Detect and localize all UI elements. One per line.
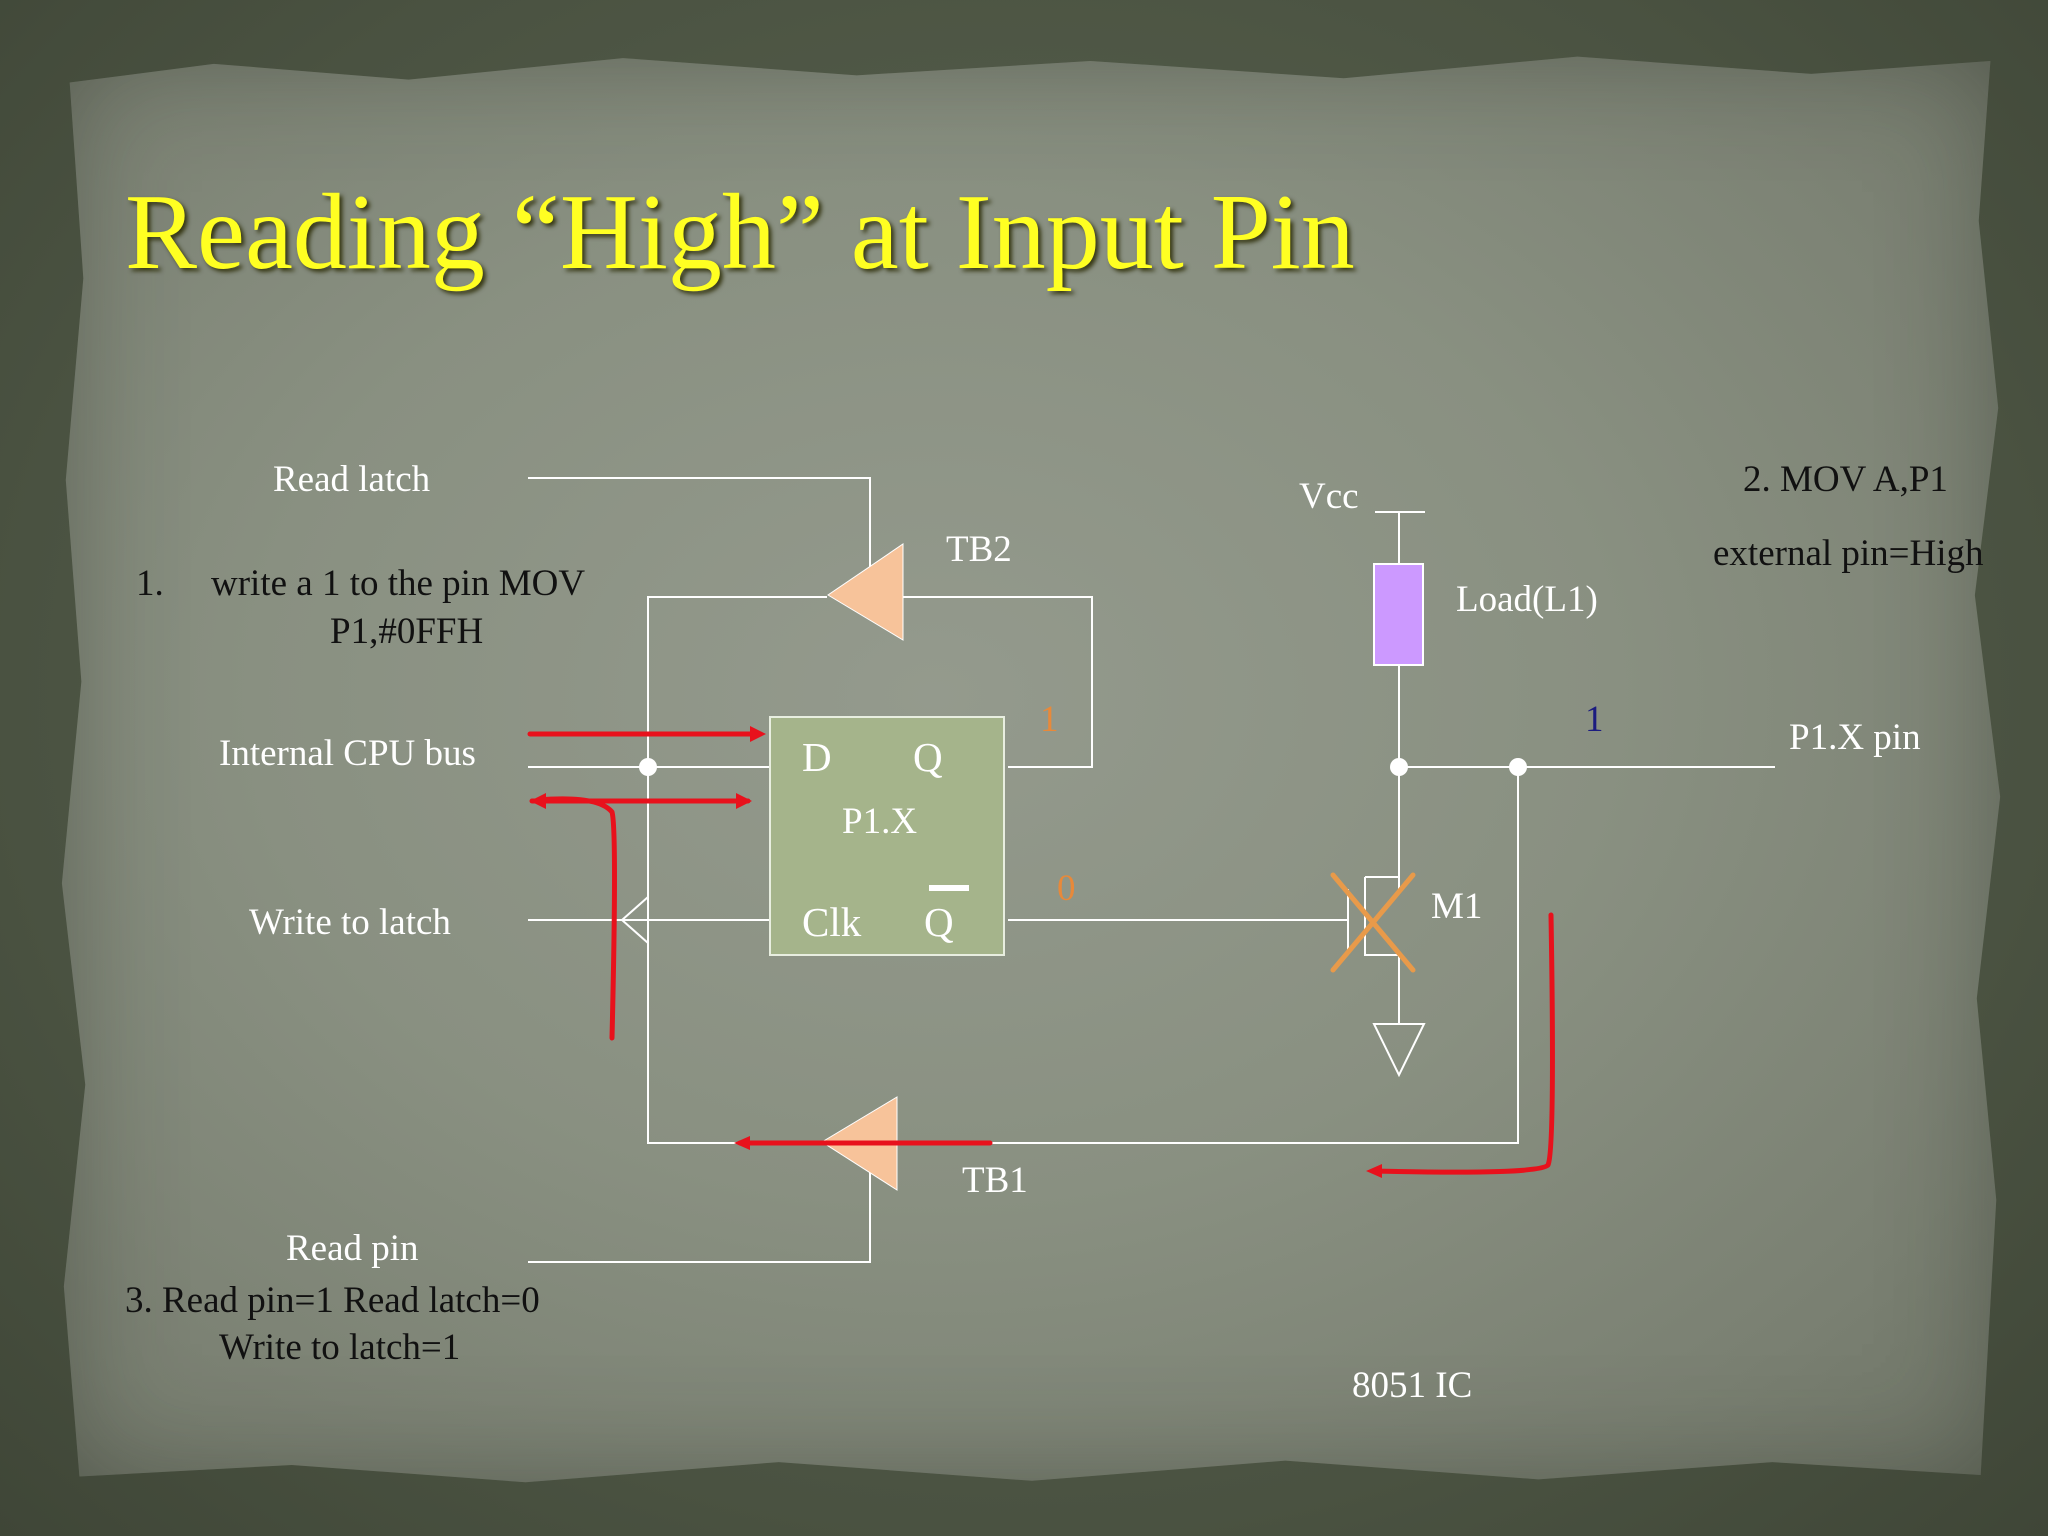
ff-pin-q: Q [913,734,943,780]
wire-read-latch [528,477,871,572]
label-tb1: TB1 [962,1160,1028,1201]
red-arrowhead-d [750,726,766,742]
label-step1-number: 1. [136,563,164,604]
label-step1-text: write a 1 to the pin MOV [211,563,586,604]
red-arrowhead-bus-right [736,793,752,809]
wire-clk-branch [620,896,649,944]
m1-disabled-cross [1330,872,1416,973]
label-load: Load(L1) [1456,579,1598,620]
value-qbar: 0 [1057,868,1076,909]
ff-pin-clk: Clk [802,899,862,945]
ff-pin-qbar: Q [924,899,954,945]
flip-flop-p1x [769,716,1005,956]
ground-symbol [1372,1023,1426,1078]
junction-pin [1509,758,1527,776]
label-read-latch: Read latch [273,459,431,500]
label-step1-line2: P1,#0FFH [330,611,484,652]
red-arrowhead-bus-left [530,793,546,809]
junction-bus [639,758,657,776]
ff-pin-d: D [802,734,832,780]
paper-panel [61,56,2001,1483]
label-write-to-latch: Write to latch [249,902,451,943]
wire-read-pin [528,1166,871,1263]
buffer-tb2 [827,543,904,641]
label-step3-line1: 3. Read pin=1 Read latch=0 [125,1280,540,1321]
red-arrowhead-tb1 [734,1136,750,1150]
wire-pin-to-tb1 [897,767,1519,1144]
slide-title: Reading “High” at Input Pin [125,173,1355,292]
label-vcc: Vcc [1299,476,1359,517]
label-step2-line2: external pin=High [1713,533,1984,574]
red-arrow-pin-path [1370,912,1555,1175]
label-chip: 8051 IC [1352,1365,1473,1406]
junction-drain [1390,758,1408,776]
wire-tb2-to-bus [647,596,827,767]
label-internal-cpu-bus: Internal CPU bus [219,733,476,774]
label-step2-line1: 2. MOV A,P1 [1743,459,1948,500]
red-mark-bus-branch [535,796,617,1041]
value-q: 1 [1040,699,1059,740]
red-arrowhead-pin [1366,1164,1382,1178]
label-pin: P1.X pin [1789,717,1921,758]
ff-name: P1.X [842,801,918,842]
label-m1: M1 [1431,886,1483,927]
value-pin: 1 [1585,699,1604,740]
label-step3-line2: Write to latch=1 [219,1327,461,1368]
transistor-m1 [1347,876,1399,956]
label-tb2: TB2 [946,529,1012,570]
load-l1 [1373,563,1424,666]
label-read-pin: Read pin [286,1228,419,1269]
wire-q-to-tb2 [903,596,1093,768]
